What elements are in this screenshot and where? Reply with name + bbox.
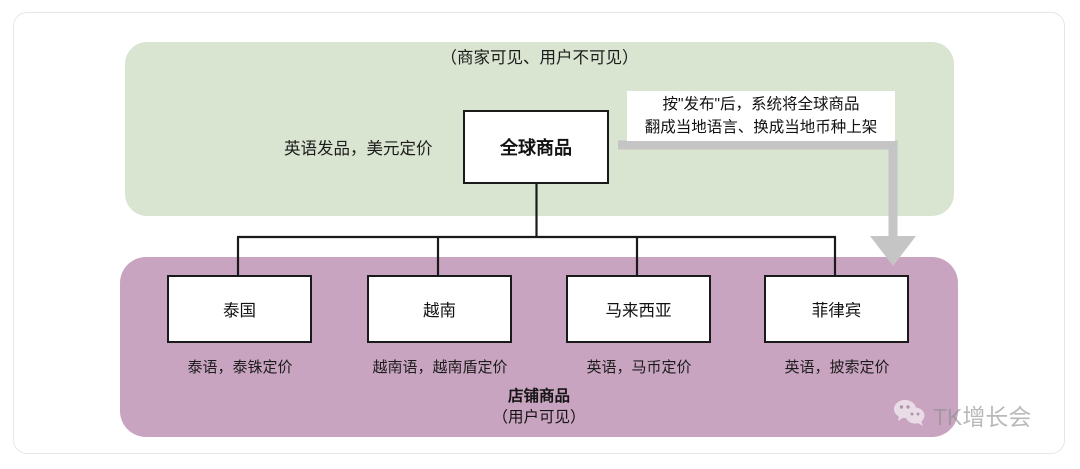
merchant-visibility-note: （商家可见、用户不可见）	[440, 49, 639, 67]
country-box-thailand[interactable]: 泰国	[167, 275, 312, 343]
shop-product-title: 店铺商品	[507, 388, 570, 405]
wechat-icon	[893, 399, 927, 432]
global-product-box[interactable]: 全球商品	[463, 110, 609, 184]
shop-product-group-label: 店铺商品 （用户可见）	[120, 386, 958, 428]
country-caption-thailand: 泰语，泰铢定价	[187, 359, 293, 376]
global-product-side-label: 英语发品，美元定价	[284, 140, 433, 158]
publish-callout-line-2: 翻成当地语言、换成当地币种上架	[644, 119, 878, 136]
watermark-text: TK增长会	[933, 404, 1032, 430]
country-caption-malaysia: 英语，马币定价	[586, 359, 692, 376]
country-box-malaysia[interactable]: 马来西亚	[566, 275, 711, 343]
country-box-philippines[interactable]: 菲律宾	[764, 275, 909, 343]
country-caption-vietnam: 越南语，越南盾定价	[372, 359, 508, 376]
watermark: TK增长会	[893, 398, 1031, 432]
country-caption-philippines: 英语，披索定价	[784, 359, 890, 376]
shop-product-visibility-note: （用户可见）	[492, 409, 586, 426]
publish-callout-line-1: 按"发布"后，系统将全球商品	[662, 96, 860, 113]
publish-callout: 按"发布"后，系统将全球商品 翻成当地语言、换成当地币种上架	[627, 91, 895, 141]
country-box-vietnam[interactable]: 越南	[367, 275, 512, 343]
